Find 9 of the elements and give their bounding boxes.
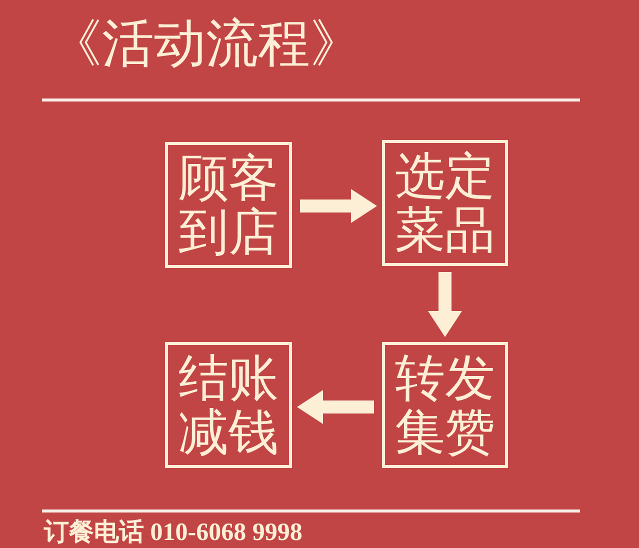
step-box: 选定菜品 (382, 140, 508, 266)
step-box: 转发集赞 (382, 342, 508, 468)
step-box: 结账减钱 (165, 342, 292, 468)
contact-text: 订餐电话 010-6068 9998 (44, 519, 302, 546)
arrow (300, 189, 377, 223)
arrow (297, 390, 374, 424)
step-box: 顾客到店 (165, 142, 292, 268)
title: 《活动流程》 (50, 13, 362, 76)
arrow (428, 272, 462, 337)
